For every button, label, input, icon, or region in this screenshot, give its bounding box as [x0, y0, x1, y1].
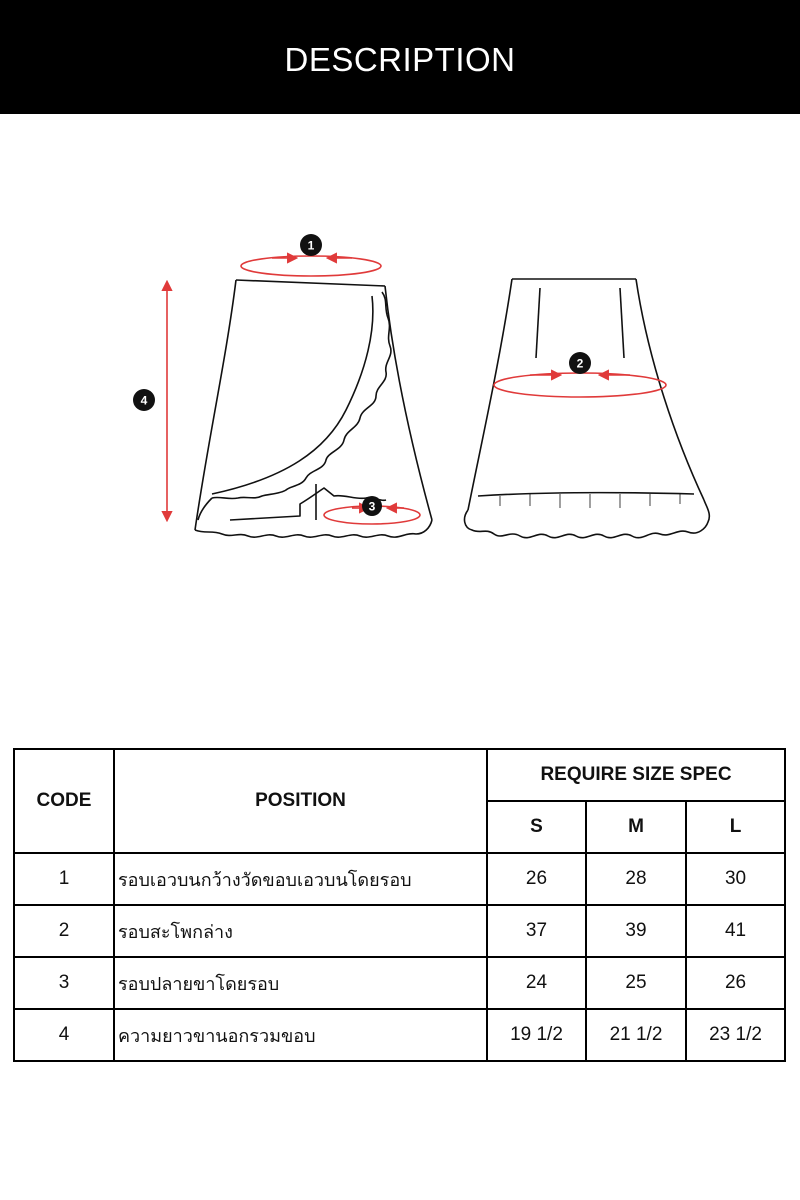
- row-value-l: 41: [684, 904, 787, 958]
- row-code: 2: [13, 904, 115, 958]
- size-header-row: S M L: [14, 800, 787, 854]
- row-value-m: 21 1/2: [585, 1008, 687, 1062]
- row-position: รอบสะโพกล่าง: [113, 904, 488, 958]
- marker-3: 3: [362, 496, 382, 516]
- front-waist-measure: [240, 252, 382, 277]
- row-position: รอบปลายขาโดยรอบ: [113, 956, 488, 1010]
- size-m-header: M: [585, 800, 687, 854]
- page-title: DESCRIPTION: [284, 41, 516, 78]
- table-header-row: CODE POSITION REQUIRE SIZE SPEC: [13, 748, 787, 854]
- back-skirt-drawing: [463, 278, 711, 539]
- size-s-header: S: [486, 800, 587, 854]
- marker-1: 1: [300, 234, 322, 256]
- back-hip-measure: [493, 369, 667, 398]
- header-bar: DESCRIPTION: [0, 0, 800, 114]
- row-value-m: 28: [585, 852, 687, 906]
- table-row: 4 ความยาวขานอกรวมขอบ 19 1/2 21 1/2 23 1/…: [13, 1008, 787, 1062]
- row-value-s: 24: [486, 956, 587, 1010]
- svg-text:1: 1: [308, 239, 315, 253]
- row-value-l: 30: [684, 852, 787, 906]
- row-value-m: 25: [585, 956, 687, 1010]
- row-value-s: 37: [486, 904, 587, 958]
- row-value-m: 39: [585, 904, 687, 958]
- spec-header: REQUIRE SIZE SPEC: [485, 748, 787, 802]
- table-row: 2 รอบสะโพกล่าง 37 39 41: [13, 904, 787, 958]
- position-header: POSITION: [113, 748, 488, 854]
- row-value-l: 26: [684, 956, 787, 1010]
- row-value-s: 26: [486, 852, 587, 906]
- size-spec-table: CODE POSITION REQUIRE SIZE SPEC S M L 1 …: [13, 748, 787, 1062]
- front-skirt-drawing: [194, 279, 433, 538]
- row-code: 3: [13, 956, 115, 1010]
- row-code: 4: [13, 1008, 115, 1062]
- svg-text:2: 2: [577, 357, 584, 371]
- size-l-header: L: [684, 800, 787, 854]
- marker-2: 2: [569, 352, 591, 374]
- table-row: 3 รอบปลายขาโดยรอบ 24 25 26: [13, 956, 787, 1010]
- skirt-measurement-diagram: 1 4 3 2: [133, 234, 711, 539]
- table-row: 1 รอบเอวบนกว้างวัดขอบเอวบนโดยรอบ 26 28 3…: [13, 852, 787, 906]
- code-header: CODE: [13, 748, 115, 854]
- row-position: รอบเอวบนกว้างวัดขอบเอวบนโดยรอบ: [113, 852, 488, 906]
- row-position: ความยาวขานอกรวมขอบ: [113, 1008, 488, 1062]
- marker-4: 4: [133, 389, 155, 411]
- row-value-l: 23 1/2: [684, 1008, 787, 1062]
- row-code: 1: [13, 852, 115, 906]
- svg-text:4: 4: [141, 394, 148, 408]
- svg-text:3: 3: [369, 500, 376, 514]
- row-value-s: 19 1/2: [486, 1008, 587, 1062]
